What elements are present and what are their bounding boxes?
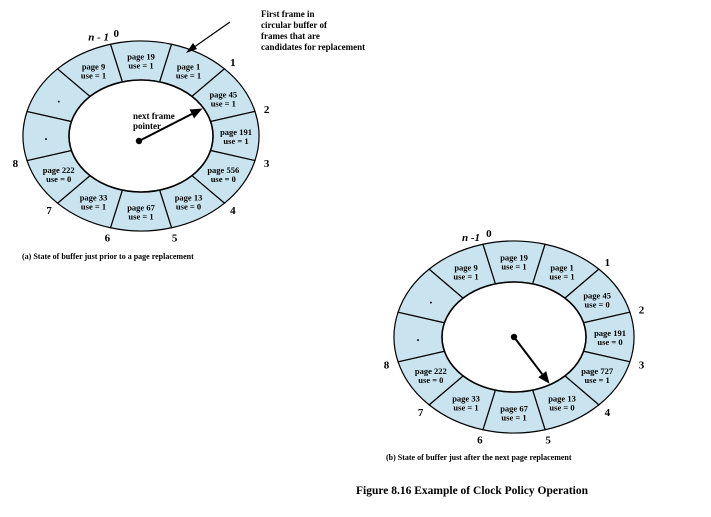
- pointer-label: pointer: [133, 121, 161, 131]
- slot-index-label: 0: [113, 28, 119, 40]
- slot-index-label: 6: [105, 232, 111, 244]
- next-frame-pointer: [513, 336, 544, 375]
- slot-use-bit: use = 1: [453, 402, 478, 412]
- slot-index-label: 1: [230, 57, 236, 69]
- slot-use-bit: use = 1: [223, 136, 248, 146]
- slot-use-bit: use = 0: [418, 375, 443, 385]
- slot-index-label: n - 1: [88, 32, 109, 44]
- slot-index-label: 3: [639, 359, 645, 371]
- slot-use-bit: use = 0: [46, 174, 71, 184]
- caption-a: (a) State of buffer just prior to a page…: [22, 252, 194, 261]
- slot-page-label: page 222: [43, 165, 75, 175]
- slot-page-label: page 45: [209, 89, 237, 99]
- annotation-line-1: First frame in: [261, 9, 314, 19]
- slot-index-label: 1: [605, 257, 611, 269]
- slot-page-label: page 1: [177, 62, 200, 72]
- slot-page-label: page 9: [82, 62, 105, 72]
- slot-index-label: 7: [46, 205, 52, 217]
- ellipsis-dot: .: [57, 91, 60, 105]
- slot-page-label: page 556: [207, 165, 239, 175]
- pointer-arrowhead: [189, 108, 203, 119]
- ellipsis-dot: .: [45, 129, 48, 143]
- pointer-arrowhead: [538, 371, 550, 384]
- slot-page-label: page 45: [583, 290, 611, 300]
- figure-title: Figure 8.16 Example of Clock Policy Oper…: [356, 485, 589, 497]
- slot-index-label: n -1: [462, 232, 480, 244]
- slot-use-bit: use = 1: [501, 262, 526, 272]
- slot-page-label: page 19: [500, 253, 528, 263]
- slot-use-bit: use = 1: [128, 212, 153, 222]
- slot-index-label: 2: [639, 305, 645, 317]
- annotation-line-2: circular buffer of: [261, 20, 328, 30]
- buffer-center: [68, 79, 214, 193]
- next-frame-pointer: [138, 113, 193, 142]
- slot-index-label: 3: [264, 158, 270, 170]
- slot-index-label: 5: [172, 232, 178, 244]
- slot-index-label: 5: [545, 434, 551, 446]
- slot-index-label: 8: [13, 158, 19, 170]
- annotation-line-3: frames that are: [261, 31, 320, 41]
- slot-use-bit: use = 0: [211, 174, 236, 184]
- slot-index-label: 7: [418, 407, 424, 419]
- slot-use-bit: use = 1: [211, 98, 236, 108]
- annotation-arrow-head: [186, 43, 197, 53]
- slot-index-label: 6: [477, 434, 483, 446]
- slot-index-label: 8: [384, 359, 390, 371]
- slot-index-label: 4: [230, 205, 236, 217]
- slot-index-label: 2: [264, 104, 270, 116]
- slot-page-label: page 1: [550, 263, 573, 273]
- annotation-line-4: candidates for replacement: [261, 42, 365, 52]
- caption-b: (b) State of buffer just after the next …: [386, 453, 572, 462]
- slot-use-bit: use = 1: [176, 71, 201, 81]
- slot-use-bit: use = 0: [597, 337, 622, 347]
- slot-page-label: page 67: [127, 203, 155, 213]
- slot-page-label: page 222: [415, 366, 447, 376]
- ellipsis-dot: .: [429, 292, 432, 306]
- slot-page-label: page 13: [175, 192, 203, 202]
- slot-use-bit: use = 0: [549, 402, 574, 412]
- slot-page-label: page 19: [127, 52, 155, 62]
- slot-page-label: page 33: [452, 393, 480, 403]
- slot-use-bit: use = 1: [453, 272, 478, 282]
- slot-use-bit: use = 0: [176, 201, 201, 211]
- slot-page-label: page 191: [594, 328, 626, 338]
- first-frame-annotation: First frame in circular buffer of frames…: [186, 9, 365, 53]
- annotation-arrow: [189, 21, 231, 51]
- slot-use-bit: use = 1: [81, 71, 106, 81]
- slot-use-bit: use = 0: [585, 299, 610, 309]
- ellipsis-dot: .: [417, 330, 420, 344]
- slot-page-label: page 191: [220, 127, 252, 137]
- slot-use-bit: use = 1: [549, 272, 574, 282]
- slot-use-bit: use = 1: [585, 375, 610, 385]
- slot-page-label: page 13: [548, 393, 576, 403]
- slot-page-label: page 727: [581, 366, 614, 376]
- slot-index-label: 4: [605, 407, 611, 419]
- slot-index-label: 0: [486, 228, 492, 240]
- slot-page-label: page 67: [500, 404, 528, 414]
- slot-use-bit: use = 1: [501, 413, 526, 423]
- slot-use-bit: use = 1: [81, 201, 106, 211]
- pointer-label: next frame: [133, 111, 175, 121]
- slot-page-label: page 33: [80, 192, 108, 202]
- slot-use-bit: use = 1: [128, 61, 153, 71]
- slot-page-label: page 9: [454, 263, 477, 273]
